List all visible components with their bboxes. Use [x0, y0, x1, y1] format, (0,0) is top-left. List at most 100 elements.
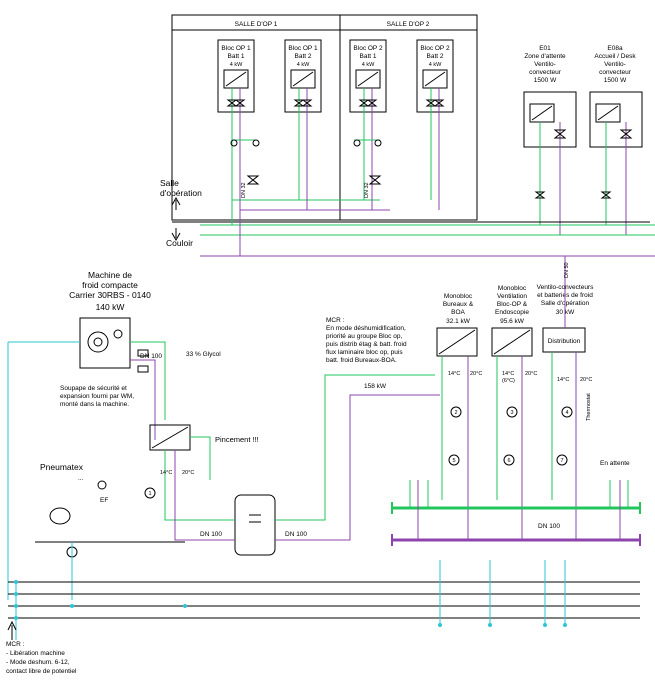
svg-text:20°C: 20°C	[580, 377, 592, 383]
svg-text:Carrier 30RBS - 0140: Carrier 30RBS - 0140	[69, 290, 151, 300]
unit-3-name: Bloc OP 2	[353, 45, 383, 52]
svg-text:MCR :: MCR :	[6, 641, 25, 648]
svg-text:Zone d'attente: Zone d'attente	[524, 53, 566, 60]
svg-text:flux laminaire bloc op, puis: flux laminaire bloc op, puis	[326, 349, 403, 356]
svg-text:E08a: E08a	[607, 45, 623, 52]
zone-salle-label-2: d'opération	[160, 188, 202, 198]
svg-text:1: 1	[148, 491, 151, 497]
svg-text:1500 W: 1500 W	[604, 77, 627, 84]
chiller-labels: Machine de froid compacte Carrier 30RBS …	[69, 270, 151, 312]
svg-text:expansion fourni par WM,: expansion fourni par WM,	[60, 393, 134, 400]
glycol-label: 33 % Glycol	[186, 351, 221, 358]
svg-text:puis distrib étag & batt. froi: puis distrib étag & batt. froid	[326, 341, 407, 348]
svg-text:7: 7	[560, 458, 563, 464]
standby-label: En attente	[600, 460, 630, 467]
svg-text:6: 6	[507, 458, 510, 464]
svg-text:20°C: 20°C	[470, 371, 482, 377]
svg-text:convecteur: convecteur	[599, 69, 632, 76]
unit-2-power: 4 kW	[297, 62, 310, 68]
svg-text:- Libération machine: - Libération machine	[6, 650, 65, 657]
svg-text:2: 2	[454, 410, 457, 416]
svg-text:Monobloc: Monobloc	[444, 293, 473, 300]
unit-4-power: 4 kW	[429, 62, 442, 68]
svg-text:(6°C): (6°C)	[502, 378, 515, 384]
dn32-label-1: DN 32	[241, 182, 247, 198]
unit-3-power: 4 kW	[362, 62, 375, 68]
svg-text:E01: E01	[539, 45, 551, 52]
dn100-chiller: DN 100	[140, 353, 162, 360]
unit-2-batt: Batt 2	[295, 53, 312, 60]
pneumatex-label: Pneumatex	[40, 462, 84, 472]
svg-text:Soupape de sécurité et: Soupape de sécurité et	[60, 385, 127, 392]
svg-text:monté dans la machine.: monté dans la machine.	[60, 401, 129, 408]
svg-text:Machine de: Machine de	[88, 270, 132, 280]
svg-text:froid compacte: froid compacte	[82, 280, 138, 290]
unit-labels: Bloc OP 1 Batt 1 4 kW Bloc OP 1 Batt 2 4…	[221, 45, 450, 68]
svg-text:14°C: 14°C	[448, 371, 460, 377]
power-158kw: 158 kW	[364, 383, 387, 390]
dn100-tank-right: DN 100	[285, 531, 307, 538]
svg-text:5: 5	[452, 458, 455, 464]
group-labels: Monobloc Bureaux & BOA 32.1 kW Monobloc …	[443, 284, 594, 325]
svg-text:Ventilo-: Ventilo-	[534, 61, 556, 68]
distribution-box-label: Distribution	[548, 338, 581, 345]
mcr-bottom-note: MCR : - Libération machine - Mode deshum…	[6, 641, 77, 675]
svg-text:- Mode deshum. 6-12,: - Mode deshum. 6-12,	[6, 659, 70, 666]
svg-text:contact libre de potentiel: contact libre de potentiel	[6, 668, 77, 675]
svg-text:Bloc-OP &: Bloc-OP &	[497, 301, 528, 308]
svg-text:BOA: BOA	[451, 309, 465, 316]
svg-text:95.6 kW: 95.6 kW	[500, 318, 525, 325]
unit-3-batt: Batt 1	[360, 53, 377, 60]
zone-salle-label: Salle	[160, 178, 179, 188]
heat-exchanger: Pincement !!! 1 14°C 20°C	[144, 424, 259, 541]
svg-text:convecteur: convecteur	[529, 69, 562, 76]
svg-text:Monobloc: Monobloc	[498, 285, 527, 292]
chiller-unit: DN 100 33 % Glycol	[7, 317, 221, 600]
svg-text:32.1 kW: 32.1 kW	[446, 318, 471, 325]
svg-text:En mode déshumidification,: En mode déshumidification,	[326, 325, 406, 332]
svg-text:140 kW: 140 kW	[96, 302, 125, 312]
svg-text:Ventilation: Ventilation	[497, 293, 527, 300]
zone-couloir-label: Couloir	[166, 238, 193, 248]
room-title-2: SALLE D'OP 2	[387, 21, 430, 28]
group-units: Distribution DN 50 14°C 20°C 14°C (6°C) …	[436, 256, 630, 540]
unit-2-name: Bloc OP 1	[288, 45, 318, 52]
room-title-1: SALLE D'OP 1	[235, 21, 278, 28]
svg-text:14°C: 14°C	[160, 470, 172, 476]
svg-text:20°C: 20°C	[182, 470, 194, 476]
fancoil-labels: E01 Zone d'attente Ventilo- convecteur 1…	[524, 45, 636, 84]
dn100-tank-left: DN 100	[200, 531, 222, 538]
mcr-note: MCR : En mode déshumidification, priorit…	[326, 317, 407, 390]
unit-1-batt: Batt 1	[228, 53, 245, 60]
unit-1-power: 4 kW	[230, 62, 243, 68]
svg-text:14°C: 14°C	[502, 371, 514, 377]
fancoil-units	[523, 91, 643, 235]
svg-text:Endoscopie: Endoscopie	[495, 309, 529, 316]
safety-valve-note: Soupape de sécurité et expansion fourni …	[60, 385, 134, 408]
svg-text:Bureaux &: Bureaux &	[443, 301, 474, 308]
operating-rooms-frame	[171, 14, 478, 221]
unit-4-batt: Batt 2	[427, 53, 444, 60]
zone-separation: Salle d'opération Couloir	[160, 178, 655, 257]
ef-label: EF	[100, 497, 108, 504]
svg-text:Accueil / Desk: Accueil / Desk	[594, 53, 636, 60]
svg-text:1500 W: 1500 W	[534, 77, 557, 84]
buffer-tank: DN 100 DN 100	[200, 374, 440, 556]
pneumatex-dots: ...	[78, 475, 84, 482]
signal-bus	[7, 560, 640, 640]
svg-text:batt. froid Bureaux-BOA.: batt. froid Bureaux-BOA.	[326, 357, 397, 364]
svg-text:MCR :: MCR :	[326, 317, 345, 324]
expansion-system: Pneumatex ... EF	[35, 462, 185, 600]
unit-boxes	[217, 39, 454, 113]
thermostat-label: Thermostat	[586, 393, 592, 421]
unit-1-name: Bloc OP 1	[221, 45, 251, 52]
main-collectors: DN 100	[391, 480, 641, 546]
dn100-collector: DN 100	[538, 523, 560, 530]
svg-text:4: 4	[565, 410, 568, 416]
dn32-label-2: DN 32	[364, 182, 370, 198]
svg-text:priorité au groupe Bloc op,: priorité au groupe Bloc op,	[326, 333, 402, 340]
unit-4-name: Bloc OP 2	[420, 45, 450, 52]
unit-pipes: DN 32 DN 32	[226, 88, 445, 211]
